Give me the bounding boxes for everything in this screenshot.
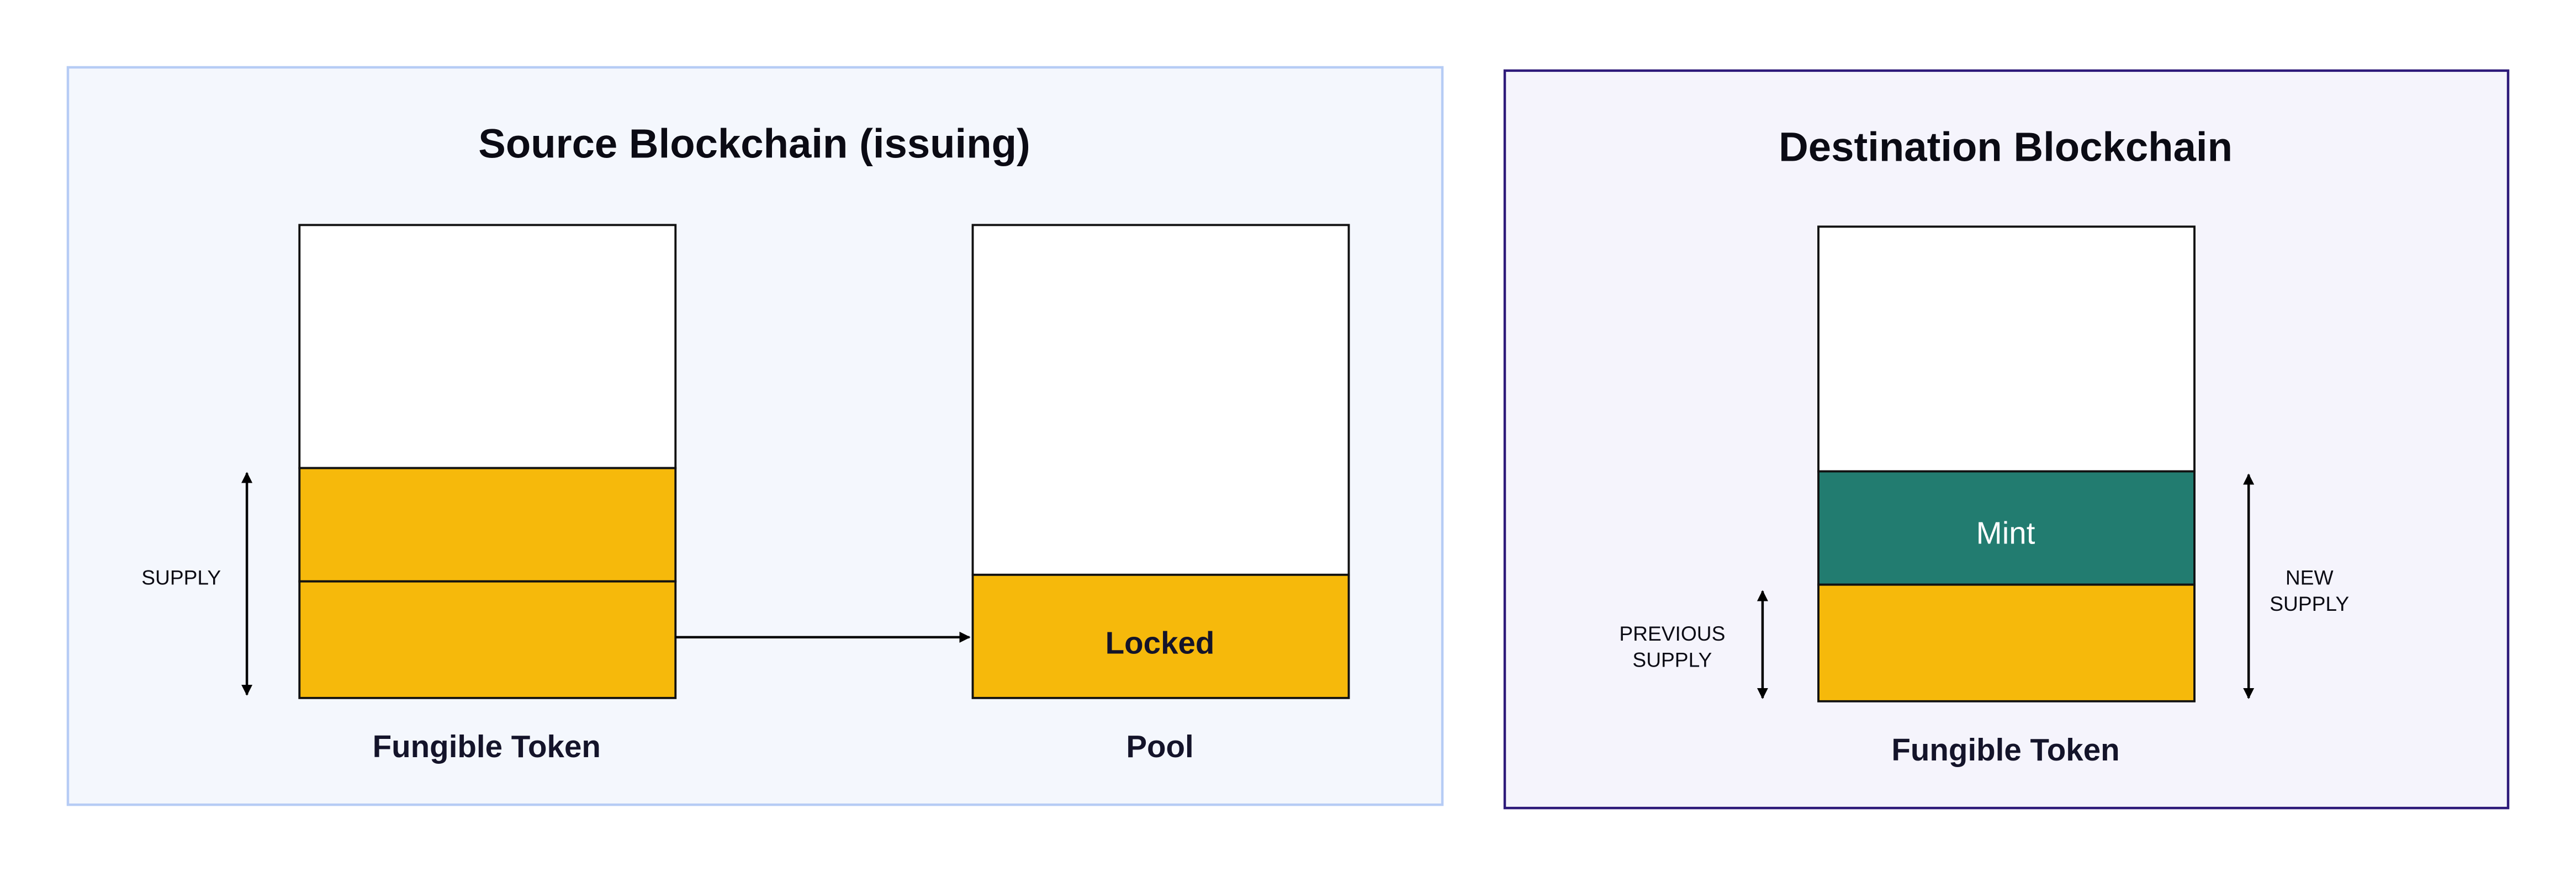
pool-empty-capacity — [971, 224, 1350, 576]
pool-locked-amount — [971, 573, 1350, 699]
pool-bar — [971, 224, 1350, 699]
new-supply-label-line1: NEW — [2286, 566, 2334, 589]
source-blockchain-panel: Source Blockchain (issuing) SUPPLY Fungi… — [66, 66, 1444, 806]
destination-token-label: Fungible Token — [1891, 732, 2119, 767]
source-token-label: Fungible Token — [373, 729, 601, 764]
source-fungible-token-bar — [298, 224, 677, 699]
token-supply-upper — [298, 467, 677, 583]
previous-supply-amount — [1817, 583, 2196, 702]
new-supply-label-line2: SUPPLY — [2270, 592, 2349, 615]
mint-label: Mint — [1976, 515, 2035, 550]
token-supply-lower — [298, 580, 677, 699]
destination-blockchain-panel: Destination Blockchain Mint PREVIOUS SUP… — [1503, 69, 2510, 810]
supply-label: SUPPLY — [141, 566, 221, 589]
locked-label: Locked — [1105, 626, 1215, 661]
destination-fungible-token-bar — [1817, 225, 2196, 702]
mint-amount — [1817, 470, 2196, 586]
pool-label: Pool — [1126, 729, 1193, 764]
source-panel-title: Source Blockchain (issuing) — [478, 120, 1030, 166]
destination-panel-title: Destination Blockchain — [1779, 124, 2233, 170]
destination-empty-capacity — [1817, 225, 2196, 473]
previous-supply-label-line2: SUPPLY — [1632, 648, 1712, 671]
previous-supply-label-line1: PREVIOUS — [1619, 622, 1725, 645]
token-empty-capacity — [298, 224, 677, 469]
